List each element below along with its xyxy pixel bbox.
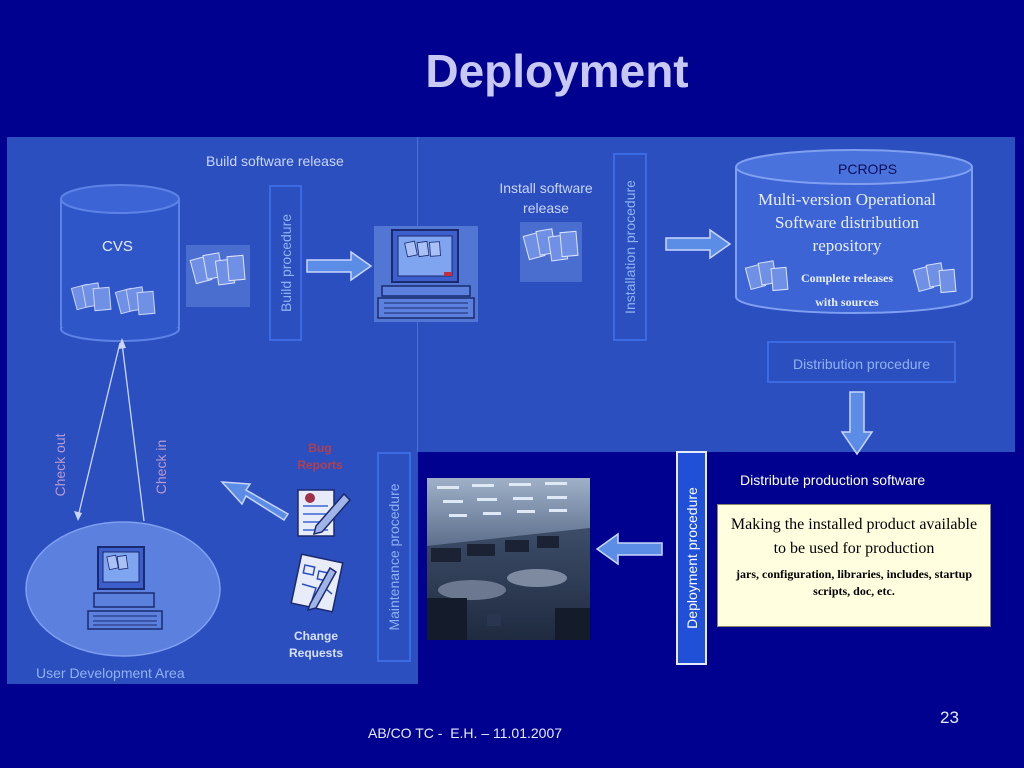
distribute-heading: Distribute production software <box>740 472 926 488</box>
build-heading: Build software release <box>206 153 344 169</box>
footer-text: AB/CO TC - E.H. – 11.01.2007 <box>368 725 563 741</box>
cvs-database-icon <box>60 184 180 342</box>
install-documents-icon <box>522 228 579 262</box>
arrow-right-icon <box>665 228 732 260</box>
arrow-down-icon <box>840 391 874 456</box>
production-note: Making the installed product available t… <box>717 504 991 627</box>
installation-procedure-label: Installation procedure <box>622 180 638 314</box>
cvs-documents-icon <box>70 282 156 316</box>
check-out-label-wrap: Check out <box>48 425 72 505</box>
arrow-diagonal-icon <box>220 481 290 522</box>
repository-documents-left-icon <box>744 260 789 292</box>
repository-description: Multi-version Operational Software distr… <box>758 190 936 255</box>
repository-documents-right-icon <box>912 262 957 294</box>
maintenance-procedure-box: Maintenance procedure <box>377 452 411 662</box>
build-procedure-label: Build procedure <box>277 213 294 313</box>
production-note-main: Making the installed product available t… <box>730 516 978 557</box>
pcrops-label: PCROPS <box>838 161 898 177</box>
page-number: 23 <box>940 708 959 727</box>
bug-reports-label: Bug Reports <box>297 441 343 472</box>
install-heading: Install software release <box>499 180 593 216</box>
build-procedure-box: Build procedure <box>269 185 302 341</box>
deployment-procedure-box: Deployment procedure <box>676 451 707 665</box>
distribution-procedure-box: Distribution procedure <box>767 341 956 383</box>
arrow-left-icon <box>595 532 663 566</box>
cvs-label: CVS <box>102 238 133 255</box>
maintenance-procedure-label: Maintenance procedure <box>386 483 402 631</box>
slide-title: Deployment <box>425 45 689 97</box>
check-in-label-wrap: Check in <box>149 430 173 504</box>
workstation-icon <box>377 229 475 319</box>
build-documents-icon <box>189 252 246 286</box>
arrow-right-icon <box>306 250 373 282</box>
check-out-label: Check out <box>52 433 68 497</box>
distribution-procedure-label: Distribution procedure <box>793 356 930 372</box>
change-requests-label: Change Requests <box>288 629 344 660</box>
development-area-label: User Development Area <box>36 665 185 681</box>
change-request-icon <box>290 553 344 613</box>
control-room-photo <box>427 478 590 640</box>
repository-contents: Complete releases with sources <box>800 271 894 309</box>
check-in-label: Check in <box>153 439 169 495</box>
production-note-detail: jars, configuration, libraries, includes… <box>736 567 972 598</box>
installation-procedure-box: Installation procedure <box>613 153 647 341</box>
check-arrows-icon <box>74 338 145 522</box>
bug-report-icon <box>297 489 352 537</box>
deployment-procedure-label: Deployment procedure <box>683 487 700 629</box>
developer-workstation-icon <box>87 546 163 630</box>
